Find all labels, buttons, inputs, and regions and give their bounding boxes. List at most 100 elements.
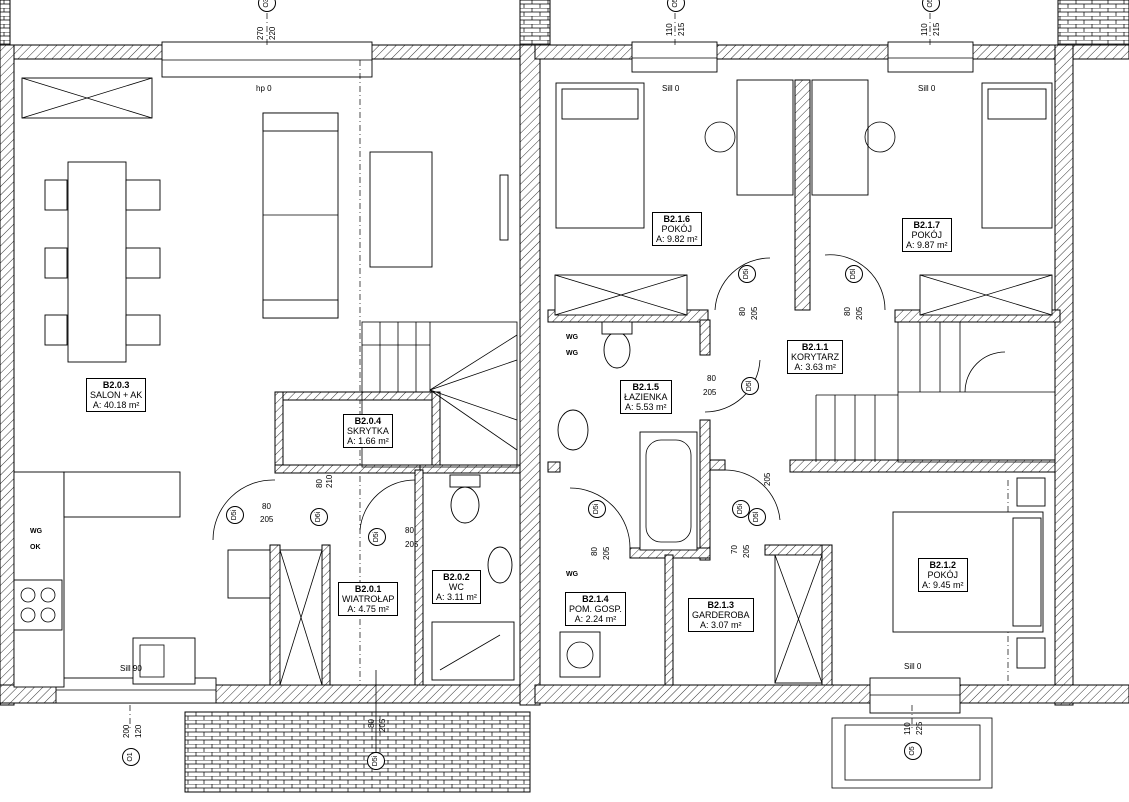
window-o5-right (887, 41, 974, 73)
wall-stair-bottom (419, 464, 521, 474)
party-wall (519, 44, 541, 706)
wall-skrytka-right (431, 391, 441, 468)
vent-wg-left: WG (30, 528, 43, 535)
vent-wg-bath-2: WG (566, 350, 579, 357)
door-dim-w-1: 80 (262, 502, 271, 511)
stairs-left (361, 321, 518, 468)
door-tag-d6i: D6i (310, 508, 328, 526)
door-tag-d5i-2: D5i (368, 528, 386, 546)
wall-skrytka-left (274, 391, 284, 468)
terrain-right (1057, 0, 1129, 51)
sink-bath (557, 409, 589, 451)
door-dim-w-5: 80 (843, 307, 852, 316)
door-dim-w-4: 80 (738, 307, 747, 316)
wc-toilet-left (450, 486, 480, 524)
door-dim-h-9: 205 (763, 472, 772, 486)
vent-wg-gosp: WG (566, 571, 579, 578)
door-dim-h-10: 205 (378, 718, 387, 732)
stove (13, 579, 63, 631)
wc-sink-left (487, 546, 513, 584)
fridge (227, 549, 271, 599)
nightstand-top (1016, 477, 1046, 507)
door-dim-w-10: 80 (367, 719, 376, 728)
wall-room-div (794, 79, 811, 311)
door-dim-h-4: 205 (750, 306, 759, 320)
vent-ok-left: OK (30, 544, 41, 551)
desk-room6 (736, 79, 794, 196)
wall-710 (709, 459, 726, 471)
sill-label-bottom-right: Sill 0 (904, 662, 922, 671)
window-dim-o5b-w: 110 (903, 722, 912, 735)
door-dim-w-2: 80 (405, 526, 414, 535)
wall-hall-right (321, 544, 331, 686)
wall-hall-left (269, 544, 281, 686)
door-dim-h-5: 205 (855, 306, 864, 320)
wall-bath-right (699, 419, 711, 561)
coffee-table (369, 151, 433, 268)
window-o3 (161, 41, 373, 78)
wall-skrytka-top (274, 391, 441, 401)
wall-gosp-right (664, 554, 674, 686)
door-dim-w-7: 80 (590, 547, 599, 556)
sofa (262, 112, 339, 319)
wall-hall-top (274, 464, 421, 474)
door-tag-d5i-3: D5i (738, 265, 756, 283)
door-tag-d5l-3: D5l (748, 508, 766, 526)
door-dim-w-6: 80 (707, 374, 716, 383)
door-tag-d5i-4: D5i (588, 500, 606, 518)
terrain-mid (519, 0, 551, 51)
door-dim-h-7: 205 (602, 546, 611, 560)
window-tag-o1: O1 (122, 748, 140, 766)
door-tag-d5i-1: D5i (226, 506, 244, 524)
window-dim-o3-w: 270 (256, 26, 265, 40)
window-dim-o5r-h: 215 (932, 22, 941, 36)
door-dim-h-3: 210 (325, 474, 334, 488)
window-dim-o5l-h: 215 (677, 22, 686, 36)
sill-label-top-right: Sill 0 (918, 84, 936, 93)
right-wall-bottom (534, 684, 1129, 704)
washer (559, 631, 601, 678)
tv (499, 174, 509, 241)
left-wall-left (0, 44, 15, 706)
window-dim-o5l-w: 110 (665, 23, 674, 36)
window-dim-o5b-h: 225 (915, 721, 924, 735)
door-dim-h-1: 205 (260, 515, 274, 524)
bathtub (639, 431, 698, 551)
sill-label-bottom-left: Sill 90 (120, 664, 142, 673)
wall-gard-top (764, 544, 831, 556)
right-wall-top (534, 44, 1129, 60)
wall-bath-bottom (547, 461, 561, 473)
window-dim-o3-h: 220 (268, 26, 277, 40)
window-o5-bottom (869, 677, 961, 714)
nightstand-bottom (1016, 637, 1046, 669)
entrance-paving (184, 711, 531, 793)
door-dim-h-6: 205 (703, 388, 717, 397)
door-tag-d5l-1: D5l (845, 265, 863, 283)
door-tag-d5i-6: D5i (367, 752, 385, 770)
door-dim-h-2: 205 (405, 540, 419, 549)
door-dim-w-3: 80 (315, 479, 324, 488)
door-tag-d5l-2: D5l (741, 377, 759, 395)
wall-gard-right (821, 544, 833, 686)
right-wall-right (1054, 44, 1074, 706)
sill-label-top-left: Sill 0 (662, 84, 680, 93)
window-dim-o1-w: 200 (122, 724, 131, 738)
window-o5-left (631, 41, 718, 73)
toilet-bath (603, 331, 631, 369)
window-dim-o5r-w: 110 (920, 23, 929, 36)
wall-corr-left (699, 319, 711, 356)
door-dim-w-8: 70 (730, 545, 739, 554)
wall-wc-left (414, 469, 424, 686)
desk-room7 (811, 79, 869, 196)
sill-label-hp0: hp 0 (256, 84, 272, 93)
